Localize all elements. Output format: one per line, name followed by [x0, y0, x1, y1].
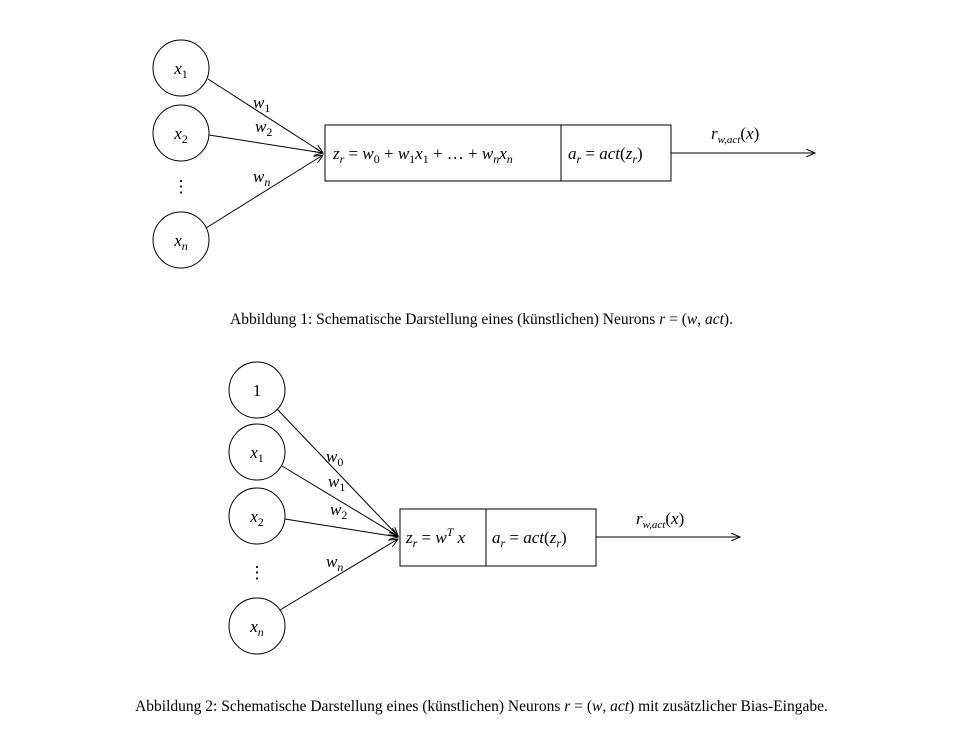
weight-label-wn: wn	[326, 552, 343, 574]
input-node-x2: x2	[228, 487, 286, 545]
svg-text:⋮: ⋮	[173, 177, 190, 196]
svg-text:x1: x1	[249, 443, 264, 465]
figure-1: x1 x2 ⋮ xn w1 w2 wn zr = w0 + w1x1 + … +…	[152, 39, 815, 269]
edge-wn	[205, 155, 323, 229]
input-node-xn: xn	[228, 597, 286, 655]
edge-w1	[281, 465, 398, 536]
weight-label-w0: w0	[326, 447, 343, 469]
svg-text:1: 1	[253, 381, 262, 400]
svg-text:x1: x1	[173, 59, 188, 81]
sum-formula: zr = wT x	[405, 525, 466, 550]
sum-formula: zr = w0 + w1x1 + … + wnxn	[332, 144, 513, 166]
input-ellipsis: ⋮	[173, 177, 190, 196]
caption-1-math: r	[659, 311, 666, 328]
svg-text:x2: x2	[173, 124, 188, 146]
weight-label-w1: w1	[328, 472, 345, 494]
caption-1-suffix: .	[729, 311, 733, 328]
svg-text:⋮: ⋮	[249, 563, 266, 582]
edge-wn	[279, 539, 398, 611]
caption-2-math: r	[564, 698, 571, 715]
input-node-xn: xn	[152, 211, 210, 269]
output-label: rw,act(x)	[711, 124, 759, 146]
input-node-x1: x1	[152, 39, 210, 97]
edge-w1	[207, 78, 323, 153]
input-node-bias: 1	[228, 361, 286, 419]
activation-formula: ar = act(zr)	[568, 144, 643, 166]
svg-text:xn: xn	[173, 231, 188, 253]
caption-2-prefix: Abbildung 2: Schematische Darstellung ei…	[135, 698, 565, 715]
input-node-x2: x2	[152, 104, 210, 162]
caption-2-suffix: mit zusätzlicher Bias-Eingabe.	[634, 698, 828, 715]
input-ellipsis: ⋮	[249, 563, 266, 582]
edge-w2	[208, 134, 323, 153]
edge-w0	[276, 408, 398, 536]
figure-1-caption: Abbildung 1: Schematische Darstellung ei…	[230, 311, 733, 328]
weight-label-w1: w1	[253, 93, 270, 115]
svg-text:x2: x2	[249, 507, 264, 529]
input-node-x1: x1	[228, 423, 286, 481]
weight-label-w2: w2	[255, 117, 272, 139]
weight-label-wn: wn	[253, 167, 270, 189]
edge-w2	[284, 518, 398, 537]
figure-2-caption: Abbildung 2: Schematische Darstellung ei…	[135, 698, 828, 715]
activation-formula: ar = act(zr)	[492, 528, 567, 550]
caption-1-prefix: Abbildung 1: Schematische Darstellung ei…	[230, 311, 660, 328]
figure-2: 1 x1 x2 ⋮ xn w0 w1 w2 wn zr = wT x ar = …	[228, 361, 740, 655]
output-label: rw,act(x)	[636, 509, 684, 531]
svg-text:xn: xn	[249, 617, 264, 639]
